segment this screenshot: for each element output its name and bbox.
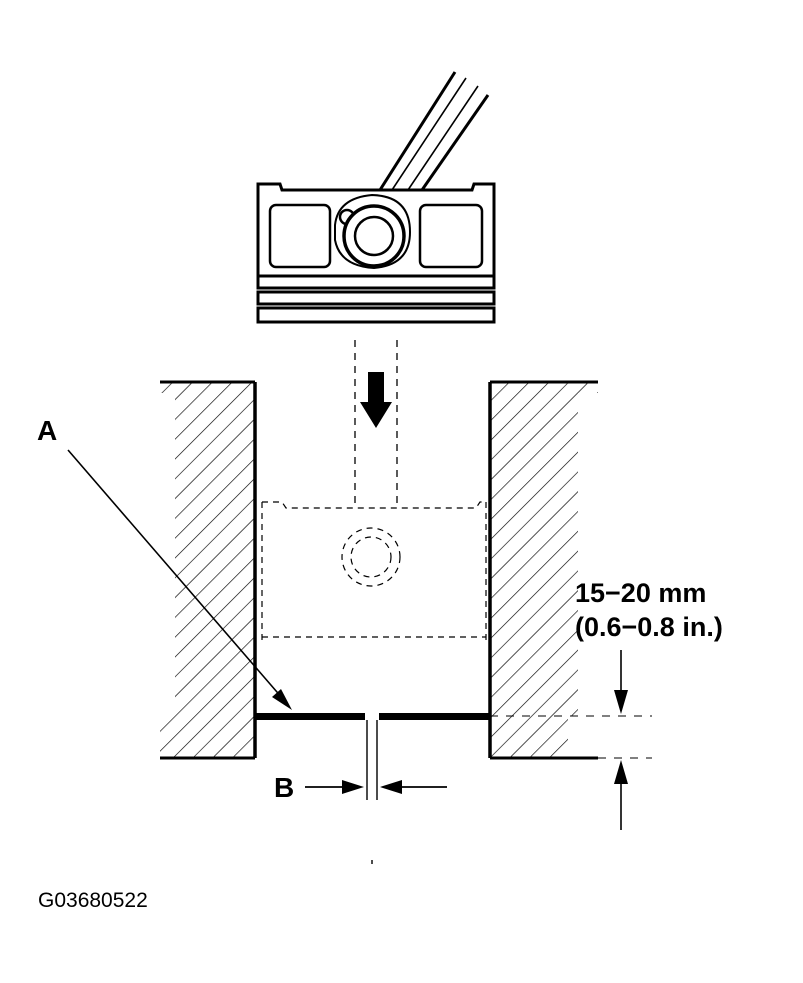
- projection-lines: [354, 340, 398, 506]
- gap-arrow-left-icon: [380, 780, 402, 794]
- piston-pin-inner: [353, 215, 395, 257]
- connecting-rod: [378, 71, 490, 191]
- label-b-group: B: [274, 772, 447, 803]
- cylinder-block: [160, 380, 598, 760]
- ring-end-gap: [365, 711, 379, 864]
- leader-arrowhead-icon: [272, 689, 292, 710]
- dimension-in-label: (0.6−0.8 in.): [575, 612, 723, 642]
- dimension-mm-label: 15−20 mm: [575, 578, 706, 608]
- gap-arrow-right-icon: [342, 780, 364, 794]
- ring-land-2: [256, 290, 496, 306]
- piston-window-right: [418, 203, 484, 269]
- cylinder-wall-left: [160, 382, 255, 758]
- label-a: A: [37, 415, 57, 446]
- dimension-arrow-down-icon: [614, 690, 628, 714]
- ghost-piston: [261, 501, 487, 640]
- ring-land-1: [256, 274, 496, 290]
- figure-code: G03680522: [38, 889, 148, 912]
- label-a-group: A: [37, 415, 292, 710]
- insertion-arrow-icon: [360, 372, 392, 428]
- label-b: B: [274, 772, 294, 803]
- dimension-arrow-up-icon: [614, 760, 628, 784]
- piston-window-left: [268, 203, 332, 269]
- ring-depth-dimension: 15−20 mm (0.6−0.8 in.): [490, 578, 723, 830]
- piston: [256, 71, 496, 324]
- ring-land-3: [256, 306, 496, 324]
- cylinder-wall-right: [490, 382, 598, 758]
